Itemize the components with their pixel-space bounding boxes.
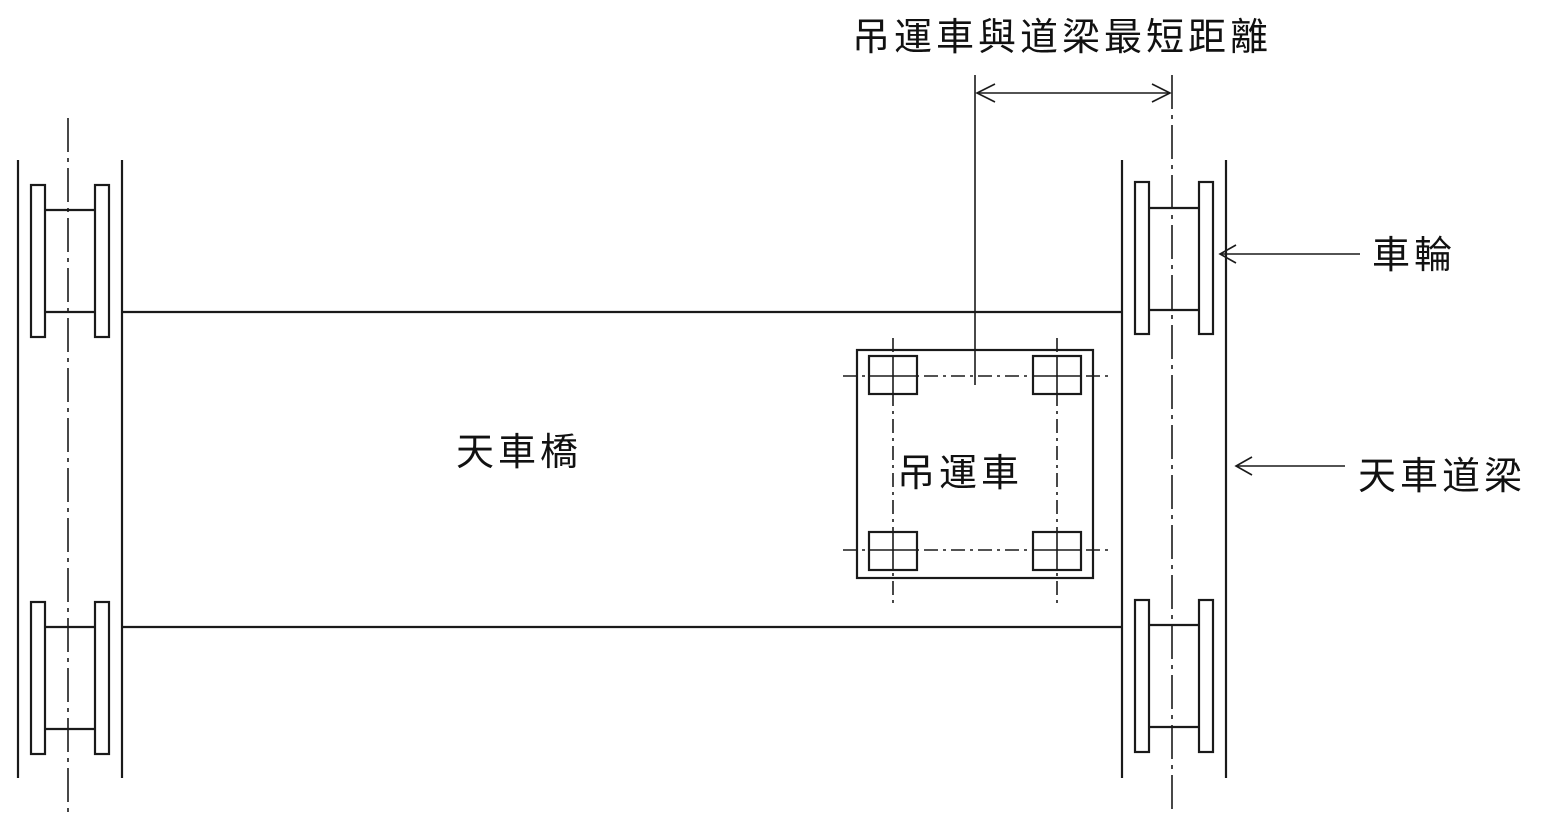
dimension-arrow-right	[1151, 83, 1172, 103]
wheel-label: 車輪	[1372, 233, 1456, 277]
dimension-arrow-left	[975, 83, 996, 103]
trolley	[843, 338, 1108, 604]
left-runway-girder	[16, 118, 124, 812]
right-runway-girder	[1120, 75, 1228, 812]
wheel-leader-arrow	[1218, 244, 1237, 264]
runway-girder-leader	[1234, 456, 1345, 476]
wheel-left-bottom	[29, 600, 111, 756]
wheel-right-bottom	[1133, 598, 1215, 754]
min-distance-dimension	[974, 75, 1172, 385]
wheel-leader	[1218, 244, 1360, 264]
min-distance-label: 吊運車與道梁最短距離	[852, 15, 1272, 59]
trolley-label: 吊運車	[897, 451, 1023, 495]
runway-girder-leader-arrow	[1234, 456, 1253, 476]
wheel-right-top	[1133, 180, 1215, 336]
runway-girder-label: 天車道梁	[1358, 454, 1526, 498]
crane-bridge	[122, 310, 1122, 629]
wheel-left-top	[29, 183, 111, 339]
bridge-label: 天車橋	[456, 430, 582, 474]
